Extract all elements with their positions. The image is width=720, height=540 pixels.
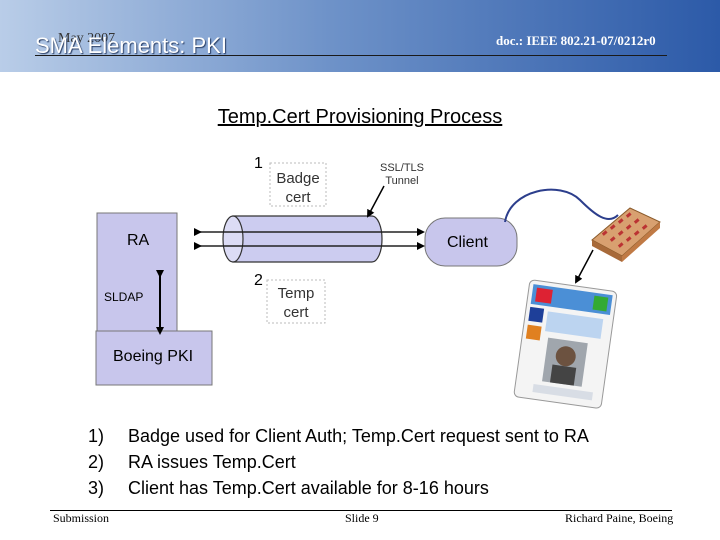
sldap-label: SLDAP xyxy=(104,290,144,304)
badge-cert-note xyxy=(269,162,327,207)
note-item-3: 3) Client has Temp.Cert available for 8-1… xyxy=(88,478,489,499)
boeing-pki-box xyxy=(95,330,213,386)
temp-cert-note xyxy=(266,279,326,324)
slide-title: Temp.Cert Provisioning Process xyxy=(217,106,503,128)
badge-cert-line2: cert xyxy=(285,189,311,206)
boeing-pki-label: Boeing PKI xyxy=(113,348,194,365)
step-1-number: 1 xyxy=(254,155,263,172)
footer-divider xyxy=(50,510,672,511)
card-reader-icon xyxy=(591,207,661,262)
note-number: 3) xyxy=(88,478,105,498)
client-box xyxy=(424,217,518,267)
footer-author: Richard Paine, Boeing xyxy=(565,511,674,525)
reader-cable xyxy=(504,188,619,223)
document-reference: doc.: IEEE 802.21-07/0212r0 xyxy=(496,33,656,48)
header-divider xyxy=(35,55,667,56)
badge-cert-label: Badge cert xyxy=(270,169,326,207)
note-text: Badge used for Client Auth; Temp.Cert re… xyxy=(128,426,589,446)
card-insert-arrow xyxy=(575,249,594,284)
ra-label: RA xyxy=(127,232,150,249)
ssl-line1: SSL/TLS xyxy=(379,162,425,174)
note-text: Client has Temp.Cert available for 8-16 … xyxy=(128,478,489,498)
note-item-1: 1) Badge used for Client Auth; Temp.Cert … xyxy=(88,426,589,447)
note-text: RA issues Temp.Cert xyxy=(128,452,296,472)
step-2-number: 2 xyxy=(254,272,263,289)
temp-cert-line2: cert xyxy=(283,304,309,321)
tls-tunnel xyxy=(232,215,383,263)
note-number: 2) xyxy=(88,452,105,472)
footer-slide-number: Slide 9 xyxy=(345,511,379,525)
note-number: 1) xyxy=(88,426,105,446)
header-banner xyxy=(0,0,720,72)
footer-submission: Submission xyxy=(53,511,110,525)
header-date: May 2007 xyxy=(58,31,116,46)
ssl-tls-label: SSL/TLS Tunnel xyxy=(362,162,442,188)
temp-cert-label: Temp cert xyxy=(267,284,325,322)
badge-card-icon xyxy=(513,279,618,409)
client-label: Client xyxy=(447,234,488,251)
header-title: SMA Elements: PKI xyxy=(35,33,227,58)
ssl-line2: Tunnel xyxy=(385,175,419,187)
temp-cert-line1: Temp xyxy=(277,285,315,302)
badge-cert-line1: Badge xyxy=(276,170,320,187)
note-item-2: 2) RA issues Temp.Cert xyxy=(88,452,296,473)
ssl-pointer-arrow xyxy=(367,185,385,218)
tunnel-left-end xyxy=(222,215,244,263)
